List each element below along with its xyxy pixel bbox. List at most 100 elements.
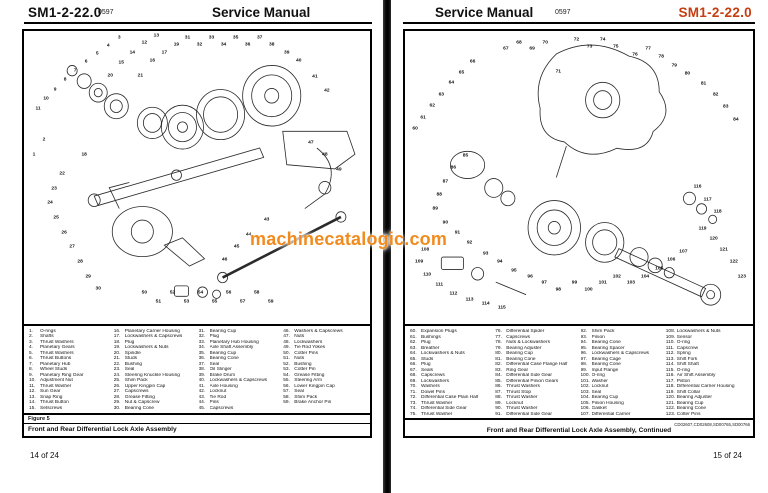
- diagram-callout-number: 77: [645, 46, 651, 52]
- part-item: 98.Bearing Cone: [580, 362, 621, 367]
- diagram-callout-number: 98: [555, 287, 562, 293]
- part-item: 44.Pins: [198, 400, 219, 405]
- part-item: 7.Planetary Hub: [29, 361, 71, 367]
- diagram-callout-number: 63: [438, 92, 445, 98]
- diagram-callout-number: 110: [423, 272, 432, 278]
- part-item: 104.Bearing Cup: [580, 395, 619, 400]
- part-item: 30.Bearing Cone: [113, 405, 155, 411]
- part-item: 114.Shift Shaft: [665, 362, 699, 367]
- part-item: 32.Plug: [198, 334, 220, 339]
- diagram-callout-number: 116: [693, 184, 702, 190]
- diagram-callout-number: 88: [436, 192, 443, 198]
- diagram-callout-number: 64: [448, 80, 455, 86]
- part-item: 99.Input Flange: [580, 367, 619, 373]
- diagram-callout-number: 21: [137, 73, 144, 79]
- part-item: 86.Thrust Washers: [495, 384, 540, 389]
- diagram-callout-number: 2: [42, 137, 46, 143]
- part-item: 85.Differential Pinion Gears: [495, 378, 559, 384]
- part-item: 46.Washers & Capscrews: [283, 328, 343, 334]
- part-item: 59.Brake Anchor Pin: [283, 400, 332, 405]
- diagram-callout-number: 108: [421, 247, 430, 253]
- part-item: 8.Wheel Studs: [29, 367, 68, 372]
- diagram-callout-number: 74: [599, 38, 606, 43]
- part-item: 28.Grease Fitting: [113, 394, 155, 400]
- diagram-callout-number: 36: [244, 42, 251, 48]
- diagram-callout-number: 99: [571, 280, 578, 286]
- part-item: 101.Washer: [580, 378, 608, 384]
- diagram-callout-number: 38: [268, 42, 275, 48]
- diagram-callout-number: 51: [155, 299, 162, 305]
- diagram-callout-number: 67: [503, 46, 509, 52]
- part-item: 38.Oil Slinger: [198, 367, 232, 372]
- left-doc-number: 0597: [98, 9, 114, 16]
- part-item: 89.Locknut: [495, 400, 524, 406]
- part-item: 120.Bearing Adjuster: [665, 395, 712, 400]
- diagram-callout-number: 32: [196, 42, 203, 48]
- diagram-callout-number: 20: [107, 73, 113, 79]
- diagram-callout-number: 96: [527, 274, 533, 280]
- diagram-callout-number: 12: [141, 40, 148, 46]
- diagram-callout-number: 55: [211, 299, 218, 305]
- part-item: 103.Seal: [580, 389, 602, 395]
- book-gutter: [383, 0, 391, 493]
- part-item: 65.Studs: [410, 356, 434, 362]
- right-exploded-view-drawing: [440, 44, 722, 306]
- diagram-callout-number: 97: [541, 280, 547, 286]
- part-item: 61.Bushings: [410, 334, 441, 340]
- part-item: 64.Lockwashers & Nuts: [410, 351, 465, 356]
- diagram-callout-number: 70: [542, 40, 548, 46]
- part-item: 70.Washers: [410, 384, 440, 389]
- diagram-callout-number: 100: [584, 287, 593, 293]
- part-item: 21.Studs: [113, 356, 138, 361]
- diagram-callout-number: 104: [640, 274, 650, 280]
- diagram-callout-number: 28: [77, 259, 83, 265]
- diagram-callout-number: 10: [43, 96, 49, 102]
- diagram-callout-number: 54: [197, 290, 204, 296]
- part-item: 51.Nuts: [283, 356, 305, 361]
- figure-label: Figure 5: [24, 412, 370, 424]
- part-item: 119.Shift Collar: [665, 389, 701, 395]
- part-item: 110.O-ring: [665, 340, 691, 345]
- left-page-number: 14 of 24: [30, 451, 59, 460]
- diagram-callout-number: 13: [153, 33, 160, 39]
- diagram-callout-number: 24: [47, 200, 53, 206]
- diagram-callout-number: 91: [454, 230, 461, 236]
- diagram-callout-number: 107: [679, 249, 688, 255]
- diagram-callout-number: 59: [267, 299, 274, 305]
- left-figure-title: Front and Rear Differential Lock Axle As…: [24, 423, 370, 436]
- diagram-callout-number: 68: [516, 40, 522, 46]
- part-item: 52.Bushing: [283, 361, 312, 367]
- diagram-callout-number: 53: [183, 299, 190, 305]
- diagram-callout-number: 19: [173, 42, 180, 48]
- part-item: 1.O-rings: [29, 328, 56, 334]
- diagram-callout-number: 71: [555, 69, 562, 75]
- part-item: 93.Pinion: [580, 334, 605, 340]
- right-page: Service Manual 0597 SM1-2-22.0: [391, 0, 768, 493]
- diagram-callout-number: 39: [284, 50, 290, 56]
- part-item: 11.Thrust Washer: [29, 383, 72, 389]
- part-item: 84.Differential Side Gear: [495, 373, 553, 378]
- part-item: 77.Capscrews: [495, 334, 530, 340]
- part-item: 36.Bearing Cone: [198, 356, 239, 361]
- part-item: 83.Ring Gear: [495, 367, 529, 373]
- diagram-callout-number: 3: [117, 35, 121, 41]
- diagram-callout-number: 101: [598, 280, 607, 286]
- diagram-callout-number: 102: [612, 274, 621, 280]
- part-item: 118.Differential Carrier Housing: [665, 384, 735, 389]
- diagram-callout-number: 103: [626, 280, 636, 286]
- part-item: 105.Pinion Housing: [580, 400, 624, 406]
- part-item: 9.Planetary Ring Gear: [29, 372, 84, 378]
- document-codes: CD02607,CD02608,SD00765,SD00766: [674, 421, 750, 427]
- diagram-callout-number: 27: [69, 244, 75, 250]
- diagram-callout-number: 112: [449, 291, 458, 297]
- part-item: 81.Bearing Cone: [495, 356, 536, 362]
- part-item: 78.Nuts & Lockwashers: [495, 340, 550, 345]
- part-item: 12.Sun Gear: [29, 389, 61, 394]
- diagram-callout-number: 48: [322, 152, 328, 158]
- part-item: 29.Nut & Capscrew: [113, 400, 160, 405]
- part-item: 67.Seals: [410, 367, 433, 373]
- diagram-callout-number: 6: [84, 59, 88, 65]
- diagram-callout-number: 122: [729, 259, 738, 265]
